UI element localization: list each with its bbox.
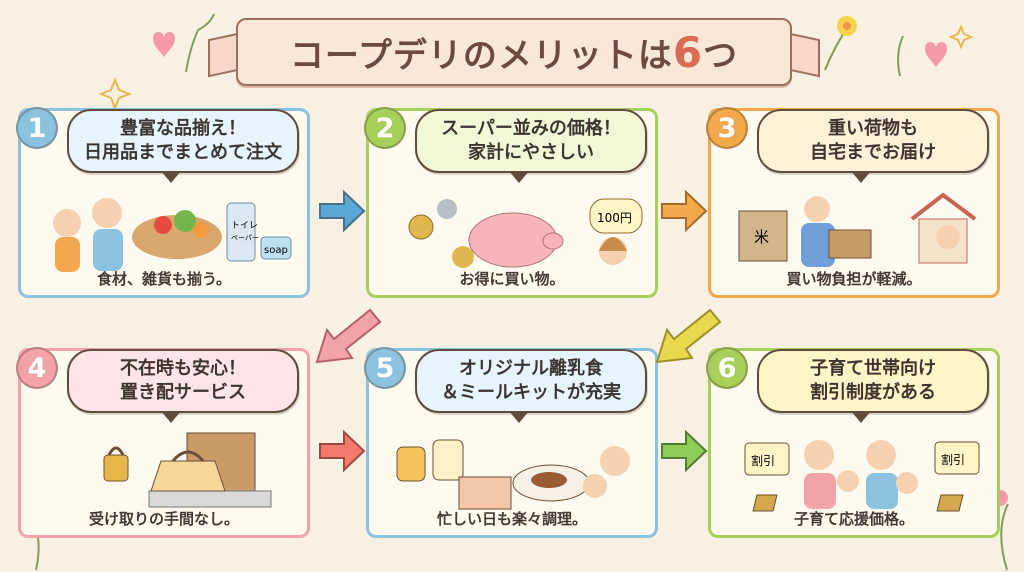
price-label: 100円 — [597, 211, 632, 225]
arrow-icon — [655, 308, 722, 364]
page-title: コープデリのメリットは6つ — [289, 27, 739, 77]
arrow-icon — [319, 190, 366, 232]
family-discount-illustration: 割引 割引 — [744, 440, 980, 512]
unattended-delivery-illustration — [103, 432, 272, 508]
panel-heading: 不在時も安心！置き配サービス — [67, 349, 299, 423]
panel-heading: スーパー並みの価格！家計にやさしい — [415, 109, 647, 183]
groceries-family-illustration: トイレ ペーパー soap — [53, 198, 292, 272]
panel-caption: 忙しい日も楽々調理。 — [436, 510, 587, 528]
piggy-bank-illustration: 100円 — [408, 198, 643, 268]
benefit-panel-6: 6 子育て世帯向け割引制度がある 割引 割引 子育て応援価格。 — [706, 347, 1000, 538]
panel-caption: 買い物負担が軽減。 — [786, 270, 922, 288]
panel-heading: 子育て世帯向け割引制度がある — [757, 349, 989, 423]
benefit-panel-5: 5 オリジナル離乳食＆ミールキットが充実 忙しい日も楽々調理。 — [364, 347, 658, 538]
paper-label: ペーパー — [231, 234, 259, 242]
rice-label: 米 — [754, 228, 769, 246]
panel-number: 4 — [16, 347, 58, 389]
baby-food-meal-kit-illustration — [396, 439, 630, 510]
arrow-icon — [661, 430, 708, 472]
soap-label: soap — [264, 245, 288, 256]
title-banner: コープデリのメリットは6つ — [236, 18, 792, 86]
discount-sign-left: 割引 — [751, 453, 775, 468]
benefit-panel-2: 2 スーパー並みの価格！家計にやさしい 100円 お得に買い物。 — [364, 107, 658, 298]
panel-number: 6 — [706, 347, 748, 389]
panel-number: 1 — [16, 107, 58, 149]
panel-caption: 子育て応援価格。 — [793, 510, 914, 528]
toilet-paper-label: トイレ — [231, 221, 258, 231]
panel-caption: お得に買い物。 — [459, 270, 565, 288]
arrow-icon — [661, 190, 708, 232]
panel-number: 3 — [706, 107, 748, 149]
panel-heading: 重い荷物も自宅までお届け — [757, 109, 989, 183]
benefit-panel-3: 3 重い荷物も自宅までお届け 米 買い物負担が軽減。 — [706, 107, 1000, 298]
discount-sign-right: 割引 — [941, 452, 965, 467]
panel-number: 2 — [364, 107, 406, 149]
arrow-icon — [315, 308, 382, 364]
delivery-illustration: 米 — [738, 192, 977, 267]
panel-caption: 受け取りの手間なし。 — [88, 510, 239, 528]
benefit-panel-1: 1 豊富な品揃え！日用品までまとめて注文 トイレ ペーパー soap 食材、雑貨… — [16, 107, 310, 298]
panel-caption: 食材、雑貨も揃う。 — [96, 270, 232, 288]
benefit-panel-4: 4 不在時も安心！置き配サービス 受け取りの手間なし。 — [16, 347, 310, 538]
panel-heading: オリジナル離乳食＆ミールキットが充実 — [415, 349, 647, 423]
panel-heading: 豊富な品揃え！日用品までまとめて注文 — [67, 109, 299, 183]
panel-number: 5 — [364, 347, 406, 389]
arrow-icon — [319, 430, 366, 472]
